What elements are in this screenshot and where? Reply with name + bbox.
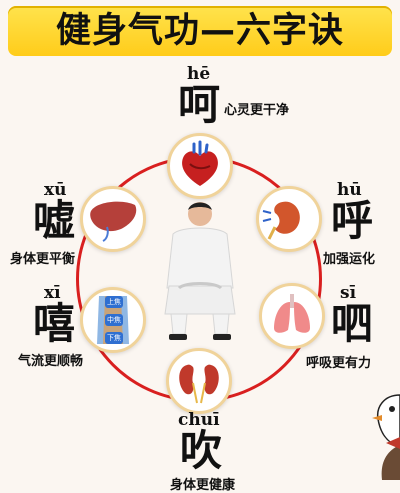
kidney-badge [256, 186, 322, 252]
caption-xu: 身体更平衡 [10, 252, 76, 267]
pinyin-xu: xū [44, 180, 67, 200]
title-banner: 健身气功—六字诀 [8, 6, 392, 56]
caption-hu: 加强运化 [323, 252, 376, 267]
liver-icon [90, 201, 137, 242]
kidney-icon [262, 201, 300, 240]
penguin-decoration [366, 385, 400, 480]
char-si: 呬 [331, 299, 374, 348]
pinyin-chui: chuī [178, 410, 220, 430]
char-xu: 嘘 [33, 196, 76, 245]
torso-label-lower: 下焦 [105, 332, 123, 344]
char-he: 呵 [178, 80, 221, 129]
caption-xi: 气流更顺畅 [18, 354, 84, 369]
seated-figure-icon [164, 202, 236, 340]
pinyin-si: sī [340, 283, 357, 303]
caption-si: 呼吸更有力 [306, 356, 372, 371]
kidneys-badge [166, 348, 232, 414]
lungs-badge [259, 283, 325, 349]
liver-badge [80, 186, 146, 252]
char-chui: 吹 [180, 426, 223, 475]
kidneys-icon [179, 364, 219, 404]
torso-label-middle: 中焦 [105, 314, 123, 326]
pinyin-xi: xī [44, 283, 61, 303]
bird-icon [372, 394, 400, 480]
torso-label-upper: 上焦 [105, 296, 123, 308]
pinyin-he: hē [187, 64, 211, 84]
lungs-icon [274, 294, 310, 333]
pinyin-hu: hū [337, 180, 362, 200]
caption-chui: 身体更健康 [170, 478, 236, 493]
char-xi: 嘻 [33, 299, 76, 348]
char-hu: 呼 [331, 196, 374, 245]
heart-icon [182, 140, 218, 186]
page-title: 健身气功—六字诀 [55, 11, 344, 51]
person-figure [155, 196, 245, 346]
caption-he: 心灵更干净 [224, 103, 290, 118]
torso-badge: 上焦 中焦 下焦 [80, 287, 146, 353]
heart-badge [167, 133, 233, 199]
